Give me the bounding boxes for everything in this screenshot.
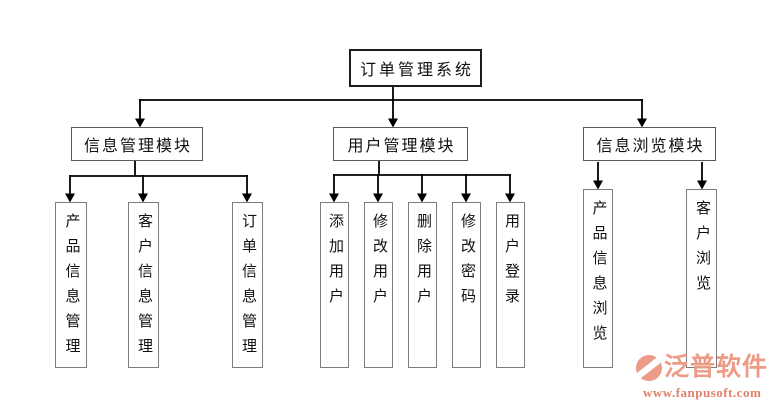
user-module-connectors — [329, 161, 515, 203]
node-info-management-module: 信息管理模块 — [71, 127, 203, 161]
node-label: 订单信息管理 — [240, 213, 256, 363]
node-add-user: 添加用户 — [320, 202, 349, 368]
node-label: 信息管理模块 — [83, 138, 192, 155]
node-change-password: 修改密码 — [452, 202, 481, 368]
node-modify-user: 修改用户 — [364, 202, 393, 368]
node-user-login: 用户登录 — [496, 202, 525, 368]
watermark-url-text: www.fanpusoft.com — [643, 385, 762, 400]
node-label: 信息浏览模块 — [596, 138, 705, 155]
node-customer-info-management: 客户信息管理 — [128, 202, 159, 368]
node-order-info-management: 订单信息管理 — [232, 202, 263, 368]
watermark-brand-text: 泛普软件 — [664, 352, 769, 381]
watermark-brand-row: 泛普软件 — [634, 350, 768, 384]
browse-module-connectors — [593, 162, 707, 190]
node-product-info-browse: 产品信息浏览 — [583, 189, 613, 368]
node-label: 用户管理模块 — [347, 138, 456, 155]
node-label: 修改用户 — [371, 213, 387, 313]
root-connectors — [135, 87, 647, 128]
node-info-browse-module: 信息浏览模块 — [583, 127, 716, 161]
node-label: 添加用户 — [327, 213, 343, 313]
node-label: 产品信息浏览 — [590, 200, 607, 350]
node-customer-browse: 客户浏览 — [686, 189, 717, 368]
fanpu-watermark: 泛普软件 www.fanpusoft.com — [634, 350, 771, 404]
node-label: 产品信息管理 — [63, 213, 80, 363]
node-label: 用户登录 — [503, 213, 519, 313]
node-label: 客户浏览 — [694, 200, 710, 300]
node-label: 客户信息管理 — [136, 213, 152, 363]
node-label: 订单管理系统 — [359, 62, 474, 79]
fanpu-swirl-icon — [634, 351, 664, 383]
node-order-management-system: 订单管理系统 — [349, 49, 482, 87]
node-label: 修改密码 — [459, 213, 475, 313]
node-user-management-module: 用户管理模块 — [333, 127, 468, 161]
node-label: 删除用户 — [415, 213, 431, 313]
node-product-info-management: 产品信息管理 — [55, 202, 87, 368]
node-delete-user: 删除用户 — [408, 202, 437, 368]
info-module-connectors — [65, 161, 252, 203]
